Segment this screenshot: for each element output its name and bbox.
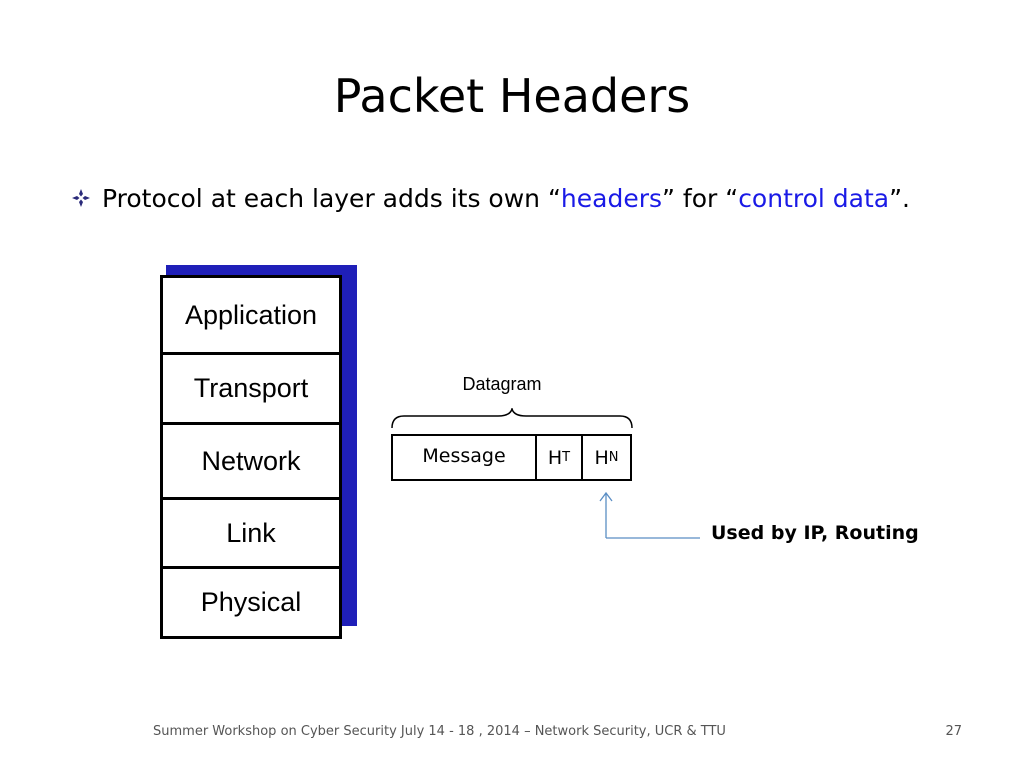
layer-network: Network — [163, 425, 339, 500]
transport-header-main: H — [547, 446, 563, 469]
message-field: Message — [393, 436, 537, 479]
bullet-highlight-headers: headers — [560, 183, 663, 213]
layer-application: Application — [163, 278, 339, 355]
page-number: 27 — [945, 724, 962, 739]
diamond-bullet-icon — [72, 189, 90, 207]
transport-header-sub: T — [562, 450, 571, 465]
bullet-text-middle: ” for “ — [662, 183, 739, 213]
bullet-text-after: ”. — [889, 183, 911, 213]
slide-title: Packet Headers — [333, 69, 691, 123]
protocol-stack: Application Transport Network Link Physi… — [160, 275, 342, 639]
bullet-highlight-control-data: control data — [738, 183, 890, 213]
network-header-main: H — [594, 446, 609, 469]
layer-physical: Physical — [200, 587, 302, 617]
layer-transport: Transport — [163, 355, 339, 425]
slide-footer: Summer Workshop on Cyber Security July 1… — [153, 724, 726, 739]
bullet-text-before: Protocol at each layer adds its own “ — [102, 183, 561, 213]
used-by-label: Used by IP, Routing — [711, 522, 919, 544]
bullet-point: Protocol at each layer adds its own “hea… — [70, 176, 910, 220]
pointer-arrow-icon — [599, 491, 700, 539]
network-header-sub: N — [608, 450, 619, 465]
curly-brace-icon — [391, 408, 633, 429]
datagram-label: Datagram — [462, 374, 542, 394]
layer-link: Link — [163, 500, 339, 569]
